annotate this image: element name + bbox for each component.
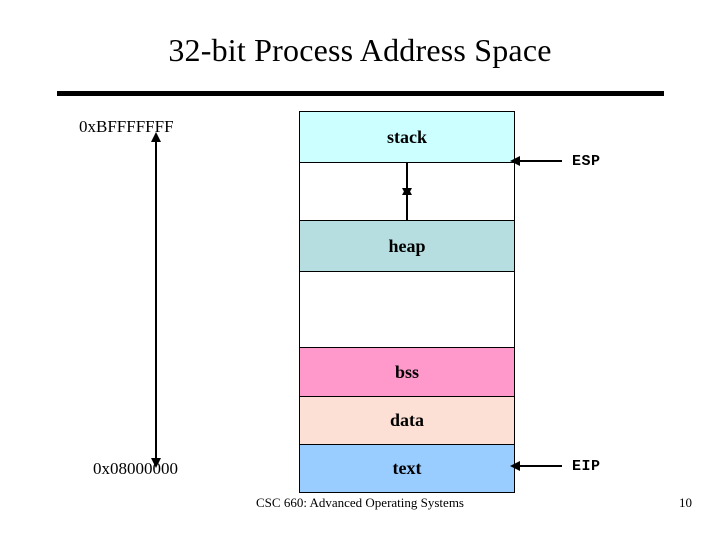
left-arrow-icon xyxy=(510,461,562,471)
left-arrow-icon xyxy=(510,156,562,166)
memory-segment-stack: stack xyxy=(299,111,515,163)
title-divider xyxy=(57,91,664,96)
memory-segment-bss: bss xyxy=(299,347,515,397)
memory-segment-label: bss xyxy=(394,361,420,382)
arrow-head-up-icon xyxy=(151,132,161,142)
memory-map: stack heap bss data text xyxy=(299,111,517,493)
memory-segment-data: data xyxy=(299,396,515,445)
eip-register-pointer: EIP xyxy=(510,457,601,475)
address-range-span-arrow-icon xyxy=(151,132,161,468)
eip-register-label: EIP xyxy=(572,457,601,475)
memory-segment-gap-bottom xyxy=(299,271,515,348)
high-address-label: 0xBFFFFFFF xyxy=(79,117,174,136)
memory-segment-text: text xyxy=(299,444,515,493)
esp-register-pointer: ESP xyxy=(510,152,601,170)
arrow-head-icon xyxy=(402,186,412,195)
page-title: 32-bit Process Address Space xyxy=(168,32,552,68)
footer-page-number: 10 xyxy=(679,495,692,510)
memory-segment-heap: heap xyxy=(299,220,515,272)
low-address-label: 0x08000000 xyxy=(93,459,178,478)
memory-segment-label: heap xyxy=(388,235,426,256)
esp-register-label: ESP xyxy=(572,152,601,170)
memory-segment-label: data xyxy=(389,410,424,430)
memory-segment-label: stack xyxy=(387,126,427,147)
memory-segment-label: text xyxy=(392,458,422,478)
arrow-up-icon xyxy=(402,186,412,220)
footer-course-label: CSC 660: Advanced Operating Systems xyxy=(256,495,464,510)
arrow-head-down-icon xyxy=(151,458,161,468)
